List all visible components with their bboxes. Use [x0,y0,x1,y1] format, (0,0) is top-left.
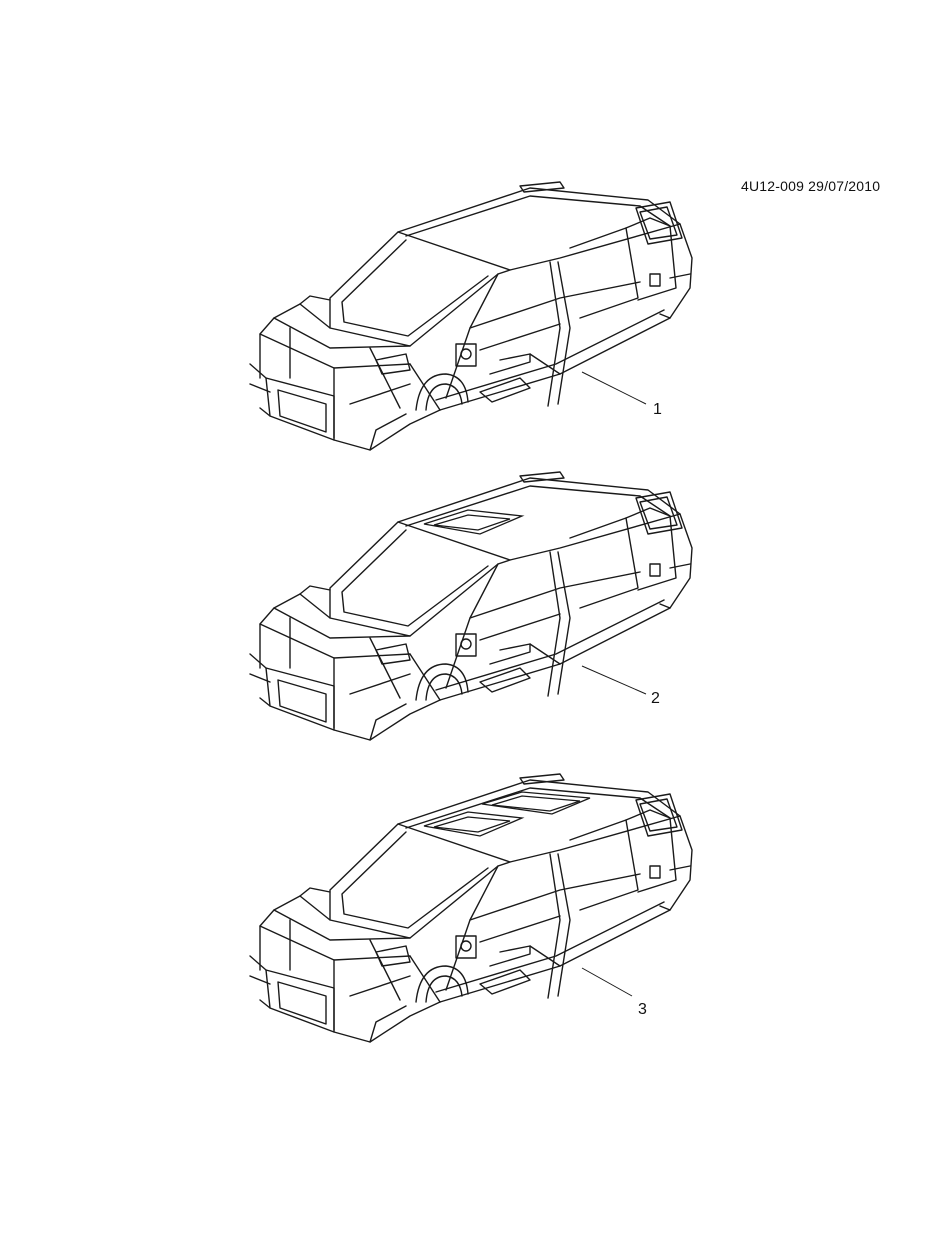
body-shell-drawing [249,471,693,741]
callout-3: 3 [638,1001,647,1018]
body-shell-drawing [249,773,693,1043]
callout-leader [581,371,647,405]
callout-leader [581,665,647,695]
sunroof-front [423,811,525,837]
body-shell-figure-3 [230,770,700,1070]
sunroof-front [423,509,525,535]
callout-2: 2 [651,690,660,707]
sunroof-rear [481,791,591,815]
body-shell-figure-1 [230,178,700,478]
body-shell-drawing [249,181,693,451]
callout-1: 1 [653,401,662,418]
callout-leader [581,967,633,997]
diagram-reference-code: 4U12-009 29/07/2010 [741,178,881,194]
body-shell-figure-2 [230,468,700,768]
